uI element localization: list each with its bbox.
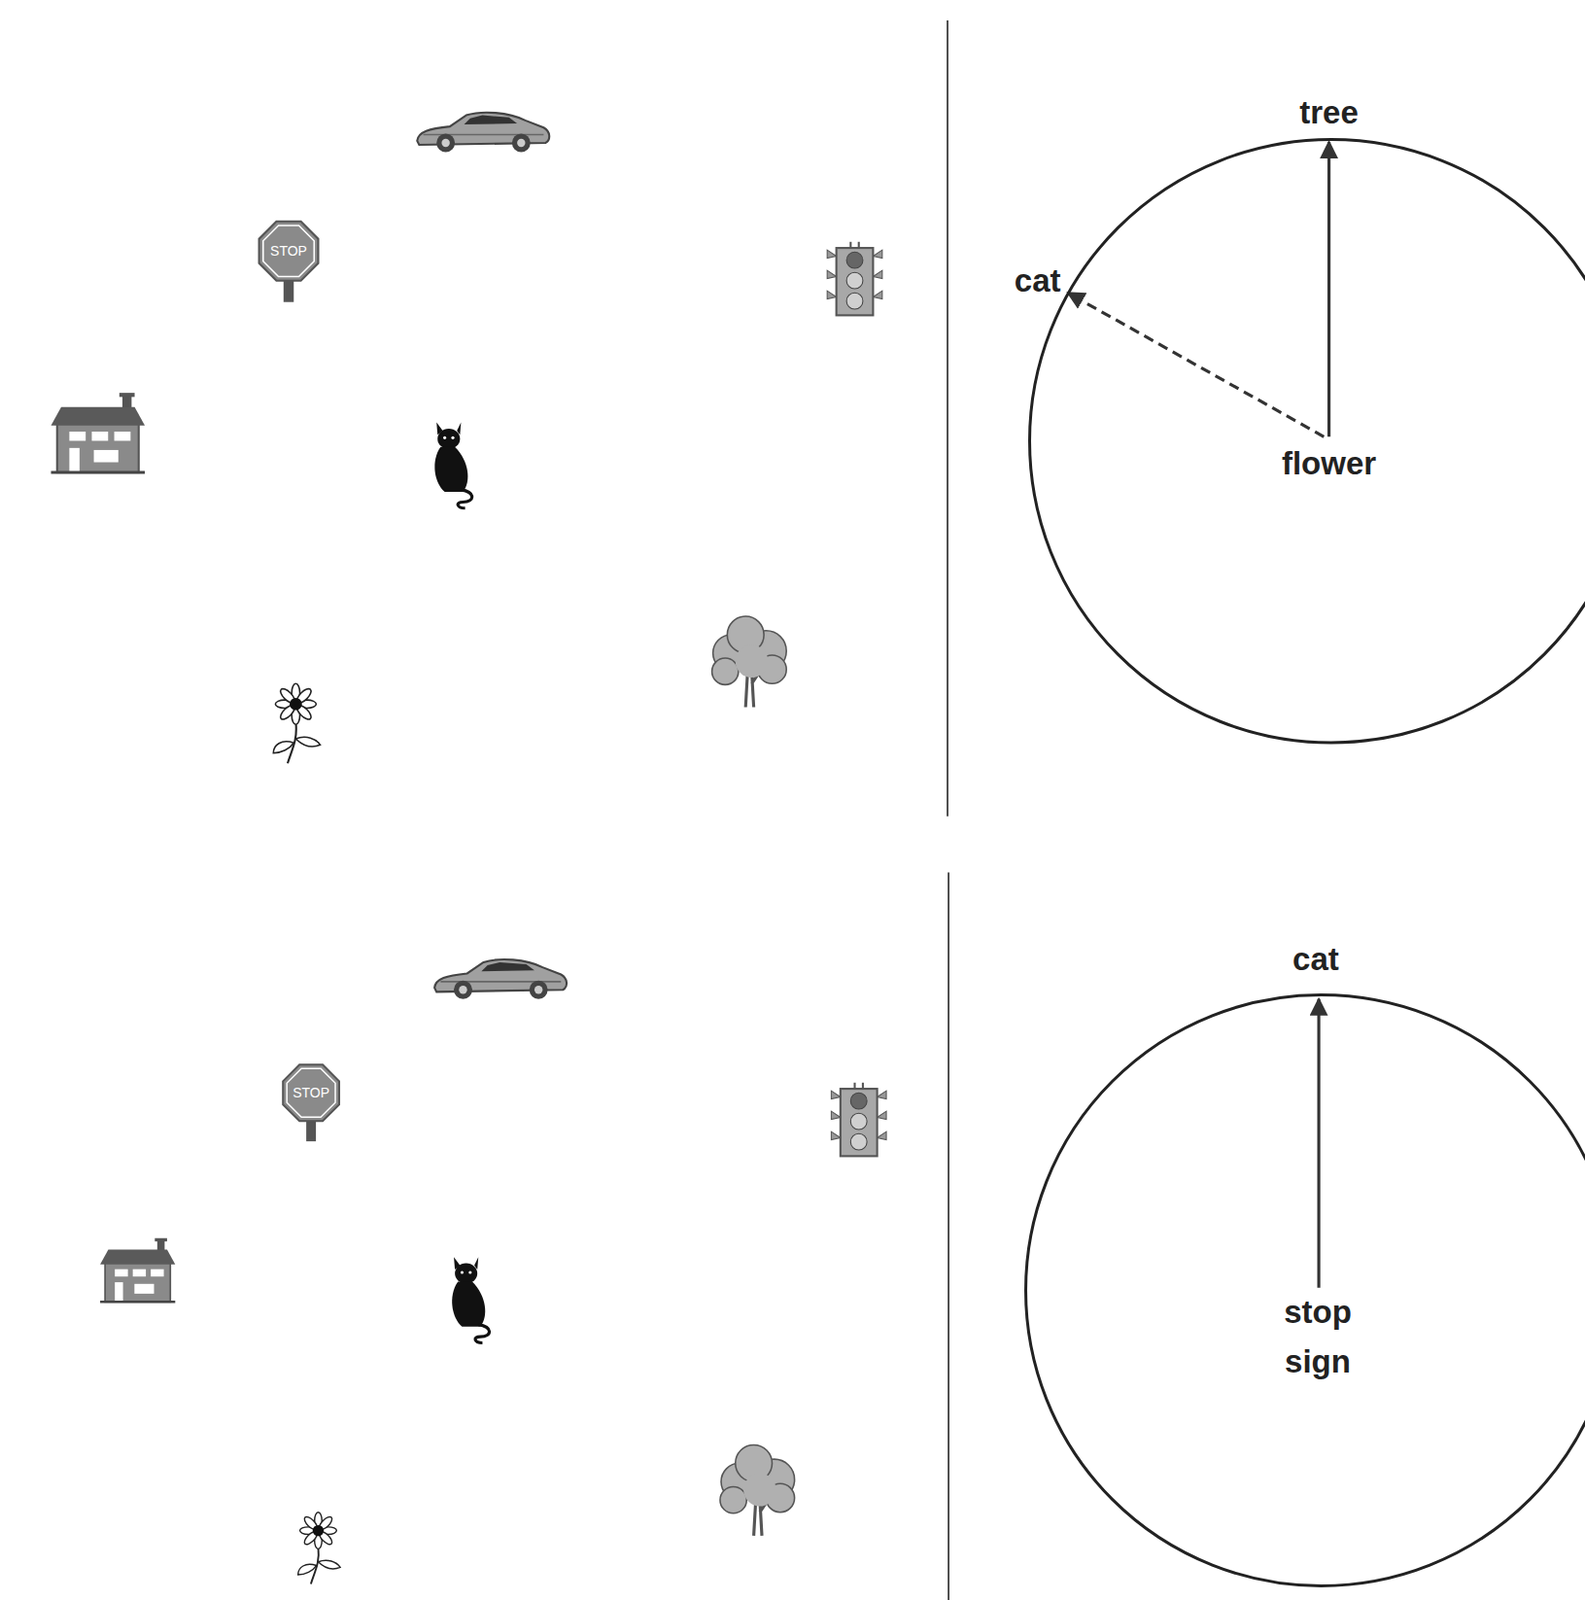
panel-divider (946, 20, 949, 817)
stop-sign-icon (259, 221, 319, 303)
tree-icon (720, 1444, 795, 1535)
tree-icon (712, 616, 788, 707)
flower-icon (273, 683, 320, 763)
sign-text: STOP (292, 1085, 330, 1100)
stop-sign-icon (282, 1064, 340, 1141)
dashed-arrow (1068, 292, 1324, 437)
perspective-circle: catstop sign (1024, 993, 1585, 1587)
direction-label: tree (1299, 93, 1359, 133)
sign-text: STOP (270, 243, 308, 258)
house-icon (100, 1238, 175, 1303)
direction-arrow (1316, 999, 1320, 1288)
direction-arrow (1327, 141, 1331, 437)
house-icon (50, 392, 145, 473)
direction-label: cat (1292, 939, 1340, 979)
direction-label: stop sign (1269, 1286, 1367, 1386)
panel-divider (947, 872, 950, 1600)
car-icon (416, 112, 550, 153)
traffic-light-icon (830, 1082, 887, 1157)
perspective-circle: treecatflower (1028, 137, 1585, 745)
direction-label: flower (1281, 444, 1377, 483)
flower-icon (298, 1512, 341, 1585)
traffic-light-icon (826, 241, 883, 316)
cat-icon (434, 422, 472, 509)
car-icon (434, 959, 567, 1000)
circle-outline (1024, 993, 1585, 1587)
direction-label: cat (1014, 261, 1062, 301)
cat-icon (451, 1256, 489, 1343)
circle-outline (1028, 137, 1585, 745)
